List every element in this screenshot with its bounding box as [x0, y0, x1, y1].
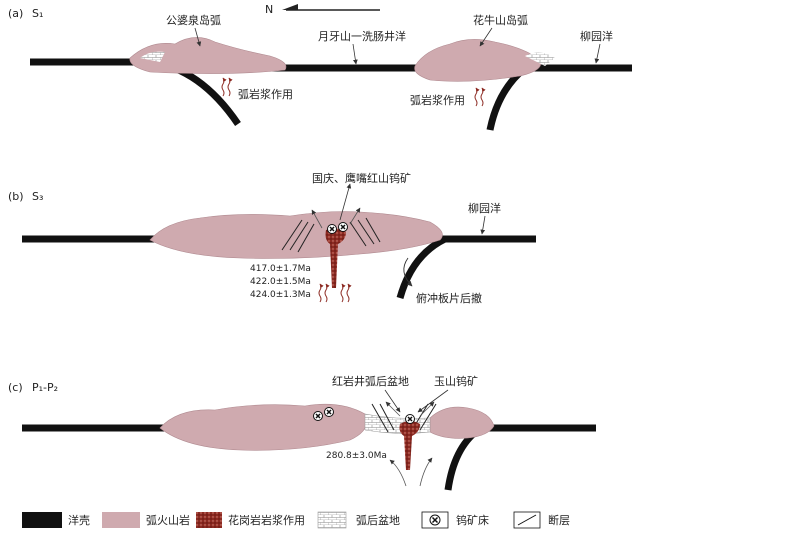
panel-a-stage: S₁ [32, 7, 43, 20]
tungsten-deposit-b [327, 222, 348, 234]
legend-swatch-arc [102, 512, 140, 528]
tungsten-deposit-c-west [313, 407, 334, 421]
legend: 洋壳 弧火山岩 花岗岩岩浆作用 弧后盆地 钨矿床 断层 [22, 511, 570, 529]
legend-label-crust: 洋壳 [68, 513, 90, 527]
legend-label-fault: 断层 [548, 513, 570, 527]
leader-deposit-b [339, 183, 352, 221]
arc-east-c [429, 406, 495, 439]
label-slab-rollback: 俯冲板片后撤 [416, 291, 482, 305]
label-deposit-c: 玉山钨矿 [434, 375, 478, 388]
magma-east-a [474, 87, 486, 107]
label-magma-east: 弧岩浆作用 [410, 93, 465, 107]
leader-ocean-east-a [594, 43, 601, 64]
backarc-patch-west [140, 51, 165, 62]
panel-b-tag: (b) [8, 190, 24, 203]
legend-swatch-fault [513, 511, 541, 529]
tungsten-deposit-c-east [405, 414, 415, 424]
leader-deposit-c [417, 389, 449, 413]
arc-west-a [129, 37, 287, 74]
label-magma-west: 弧岩浆作用 [238, 87, 293, 101]
legend-swatch-basin [317, 511, 347, 529]
granite-b [325, 228, 346, 288]
slab-c [444, 427, 481, 491]
fluid-arrows-c [385, 401, 435, 487]
legend-label-tungsten: 钨矿床 [456, 513, 489, 527]
rollback-arrow [403, 257, 413, 287]
arc-east-a [414, 39, 542, 82]
label-age-b3: 424.0±1.3Ma [250, 290, 311, 300]
legend-label-arc: 弧火山岩 [146, 513, 190, 527]
label-ocean-east-a: 柳园洋 [580, 29, 613, 43]
label-ocean-east-b: 柳园洋 [468, 201, 501, 215]
backarc-patch-east [525, 52, 555, 66]
legend-label-granite: 花岗岩岩浆作用 [228, 513, 305, 527]
leader-arc-west [194, 27, 202, 47]
north-label: N [265, 3, 273, 16]
label-ocean-mid: 月牙山一洗肠井洋 [318, 29, 406, 43]
slab-b [396, 235, 447, 299]
panel-c-tag: (c) [8, 381, 23, 394]
legend-swatch-granite [196, 512, 222, 528]
panel-b: (b) S₃ [8, 171, 536, 305]
magma-b [318, 283, 352, 303]
leader-arc-east [479, 27, 493, 47]
faults-b [281, 217, 381, 253]
label-arc-east: 花牛山岛弧 [473, 13, 528, 27]
legend-swatch-tungsten [421, 511, 449, 529]
magma-west-a [221, 77, 233, 97]
leader-ocean-mid [352, 43, 358, 65]
label-arc-west: 公婆泉岛弧 [166, 13, 221, 27]
label-age-c: 280.8±3.0Ma [326, 451, 387, 461]
legend-swatch-crust [22, 512, 62, 528]
label-basin-c: 红岩井弧后盆地 [332, 374, 409, 388]
label-age-b2: 422.0±1.5Ma [250, 277, 311, 287]
panel-b-stage: S₃ [32, 190, 43, 203]
panel-a-tag: (a) [8, 7, 23, 20]
panel-c-stage: P₁-P₂ [32, 381, 58, 394]
legend-label-basin: 弧后盆地 [356, 513, 400, 527]
leader-ocean-east-b [480, 215, 486, 235]
leader-basin-c [384, 389, 401, 413]
north-arrow-head [282, 4, 298, 10]
fluid-arrows-b [311, 207, 361, 229]
arc-b [149, 211, 443, 259]
granite-c [399, 421, 420, 470]
arc-west-c [159, 403, 367, 451]
panel-c: (c) P₁-P₂ [8, 374, 596, 491]
panel-a: (a) S₁ N 公婆泉岛弧 月牙山一洗肠井洋 [8, 3, 632, 131]
label-age-b1: 417.0±1.7Ma [250, 264, 311, 274]
label-deposit-b: 国庆、鹰嘴红山钨矿 [312, 171, 411, 185]
